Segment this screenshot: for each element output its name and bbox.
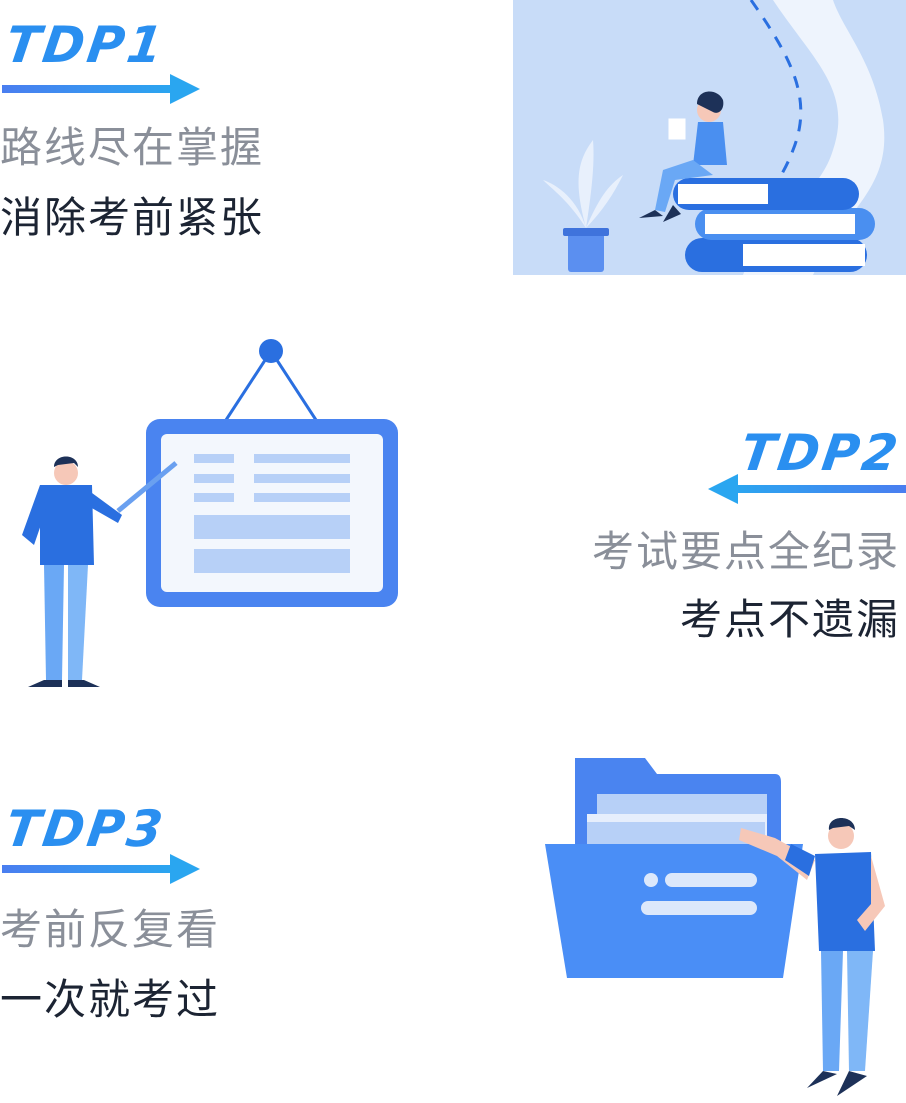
section-1-badge: TDP1 <box>1 16 170 74</box>
section-3: TDP3 考前反复看 一次就考过 <box>0 800 420 1060</box>
section-3-line2: 一次就考过 <box>0 975 221 1024</box>
person-with-folder-illustration <box>545 758 885 1096</box>
arrow-right-icon <box>2 854 200 884</box>
section-2: TDP2 考试要点全纪录 考点不遗漏 <box>480 420 906 680</box>
person-reading-on-books-illustration <box>513 0 906 275</box>
arrow-left-icon <box>708 474 906 504</box>
teacher-pointing-at-board-illustration <box>22 339 398 687</box>
section-3-line1: 考前反复看 <box>0 905 221 954</box>
section-1: TDP1 路线尽在掌握 消除考前紧张 <box>0 0 420 260</box>
section-2-line2: 考点不遗漏 <box>679 595 900 644</box>
arrow-right-icon <box>2 74 200 104</box>
section-1-line2: 消除考前紧张 <box>0 193 265 242</box>
section-2-badge: TDP2 <box>736 424 905 482</box>
section-1-line1: 路线尽在掌握 <box>0 123 265 172</box>
section-3-badge: TDP3 <box>1 800 170 858</box>
section-2-line1: 考试要点全纪录 <box>591 527 900 576</box>
